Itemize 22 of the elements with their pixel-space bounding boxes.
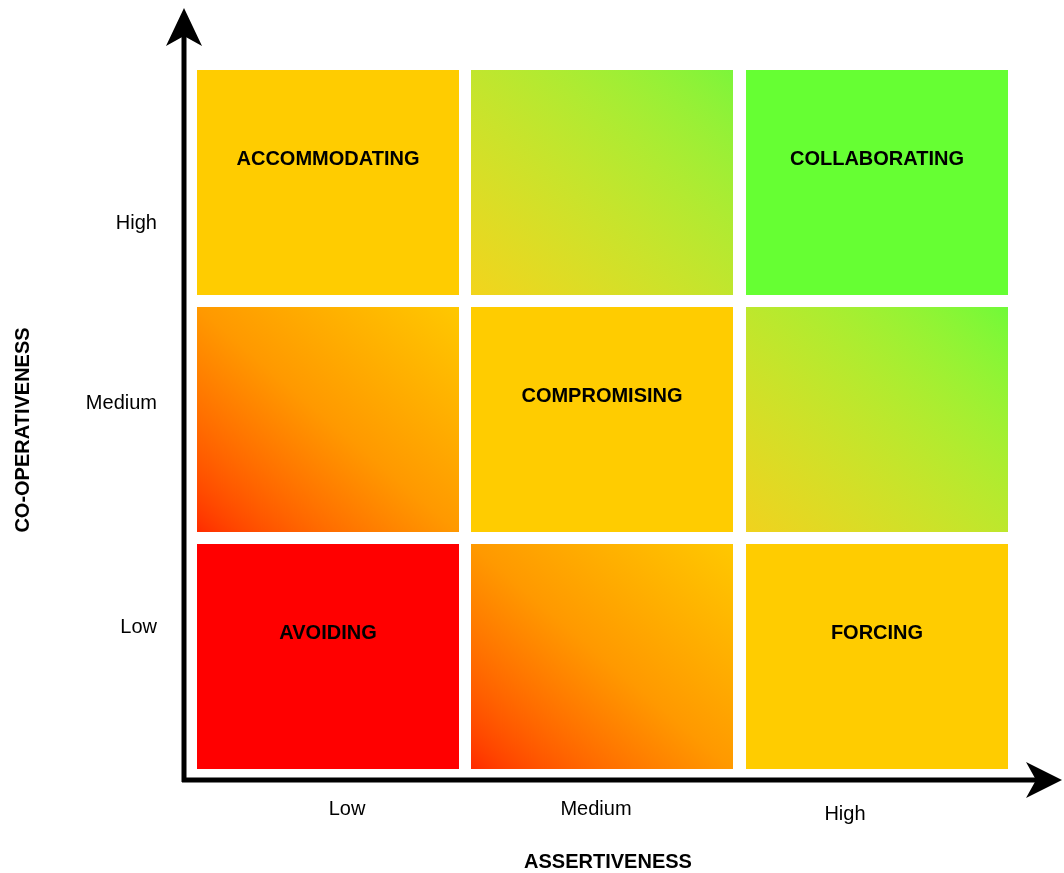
empty-cell (197, 307, 459, 532)
style-cell (197, 70, 459, 295)
axis-tick-label: Low (328, 796, 366, 821)
empty-cell (746, 307, 1008, 532)
axis-tick-label: High (115, 210, 157, 235)
axis-tick-label: Medium (85, 390, 157, 415)
cell-label: COLLABORATING (789, 145, 965, 171)
style-cell (471, 307, 733, 532)
axis-title: ASSERTIVENESS (524, 849, 692, 873)
style-cell (746, 544, 1008, 769)
empty-cell (471, 70, 733, 295)
style-cell (197, 544, 459, 769)
cell-label: AVOIDING (279, 619, 377, 645)
empty-cell (471, 544, 733, 769)
axis-tick-label: High (824, 801, 866, 826)
style-cell (746, 70, 1008, 295)
cell-label: FORCING (830, 619, 924, 645)
axis-tick-label: Low (120, 614, 157, 639)
cell-label: ACCOMMODATING (236, 145, 420, 171)
cell-label: COMPROMISING (521, 382, 683, 408)
axis-title: CO-OPERATIVENESS (10, 327, 34, 533)
axis-tick-label: Medium (560, 796, 632, 821)
